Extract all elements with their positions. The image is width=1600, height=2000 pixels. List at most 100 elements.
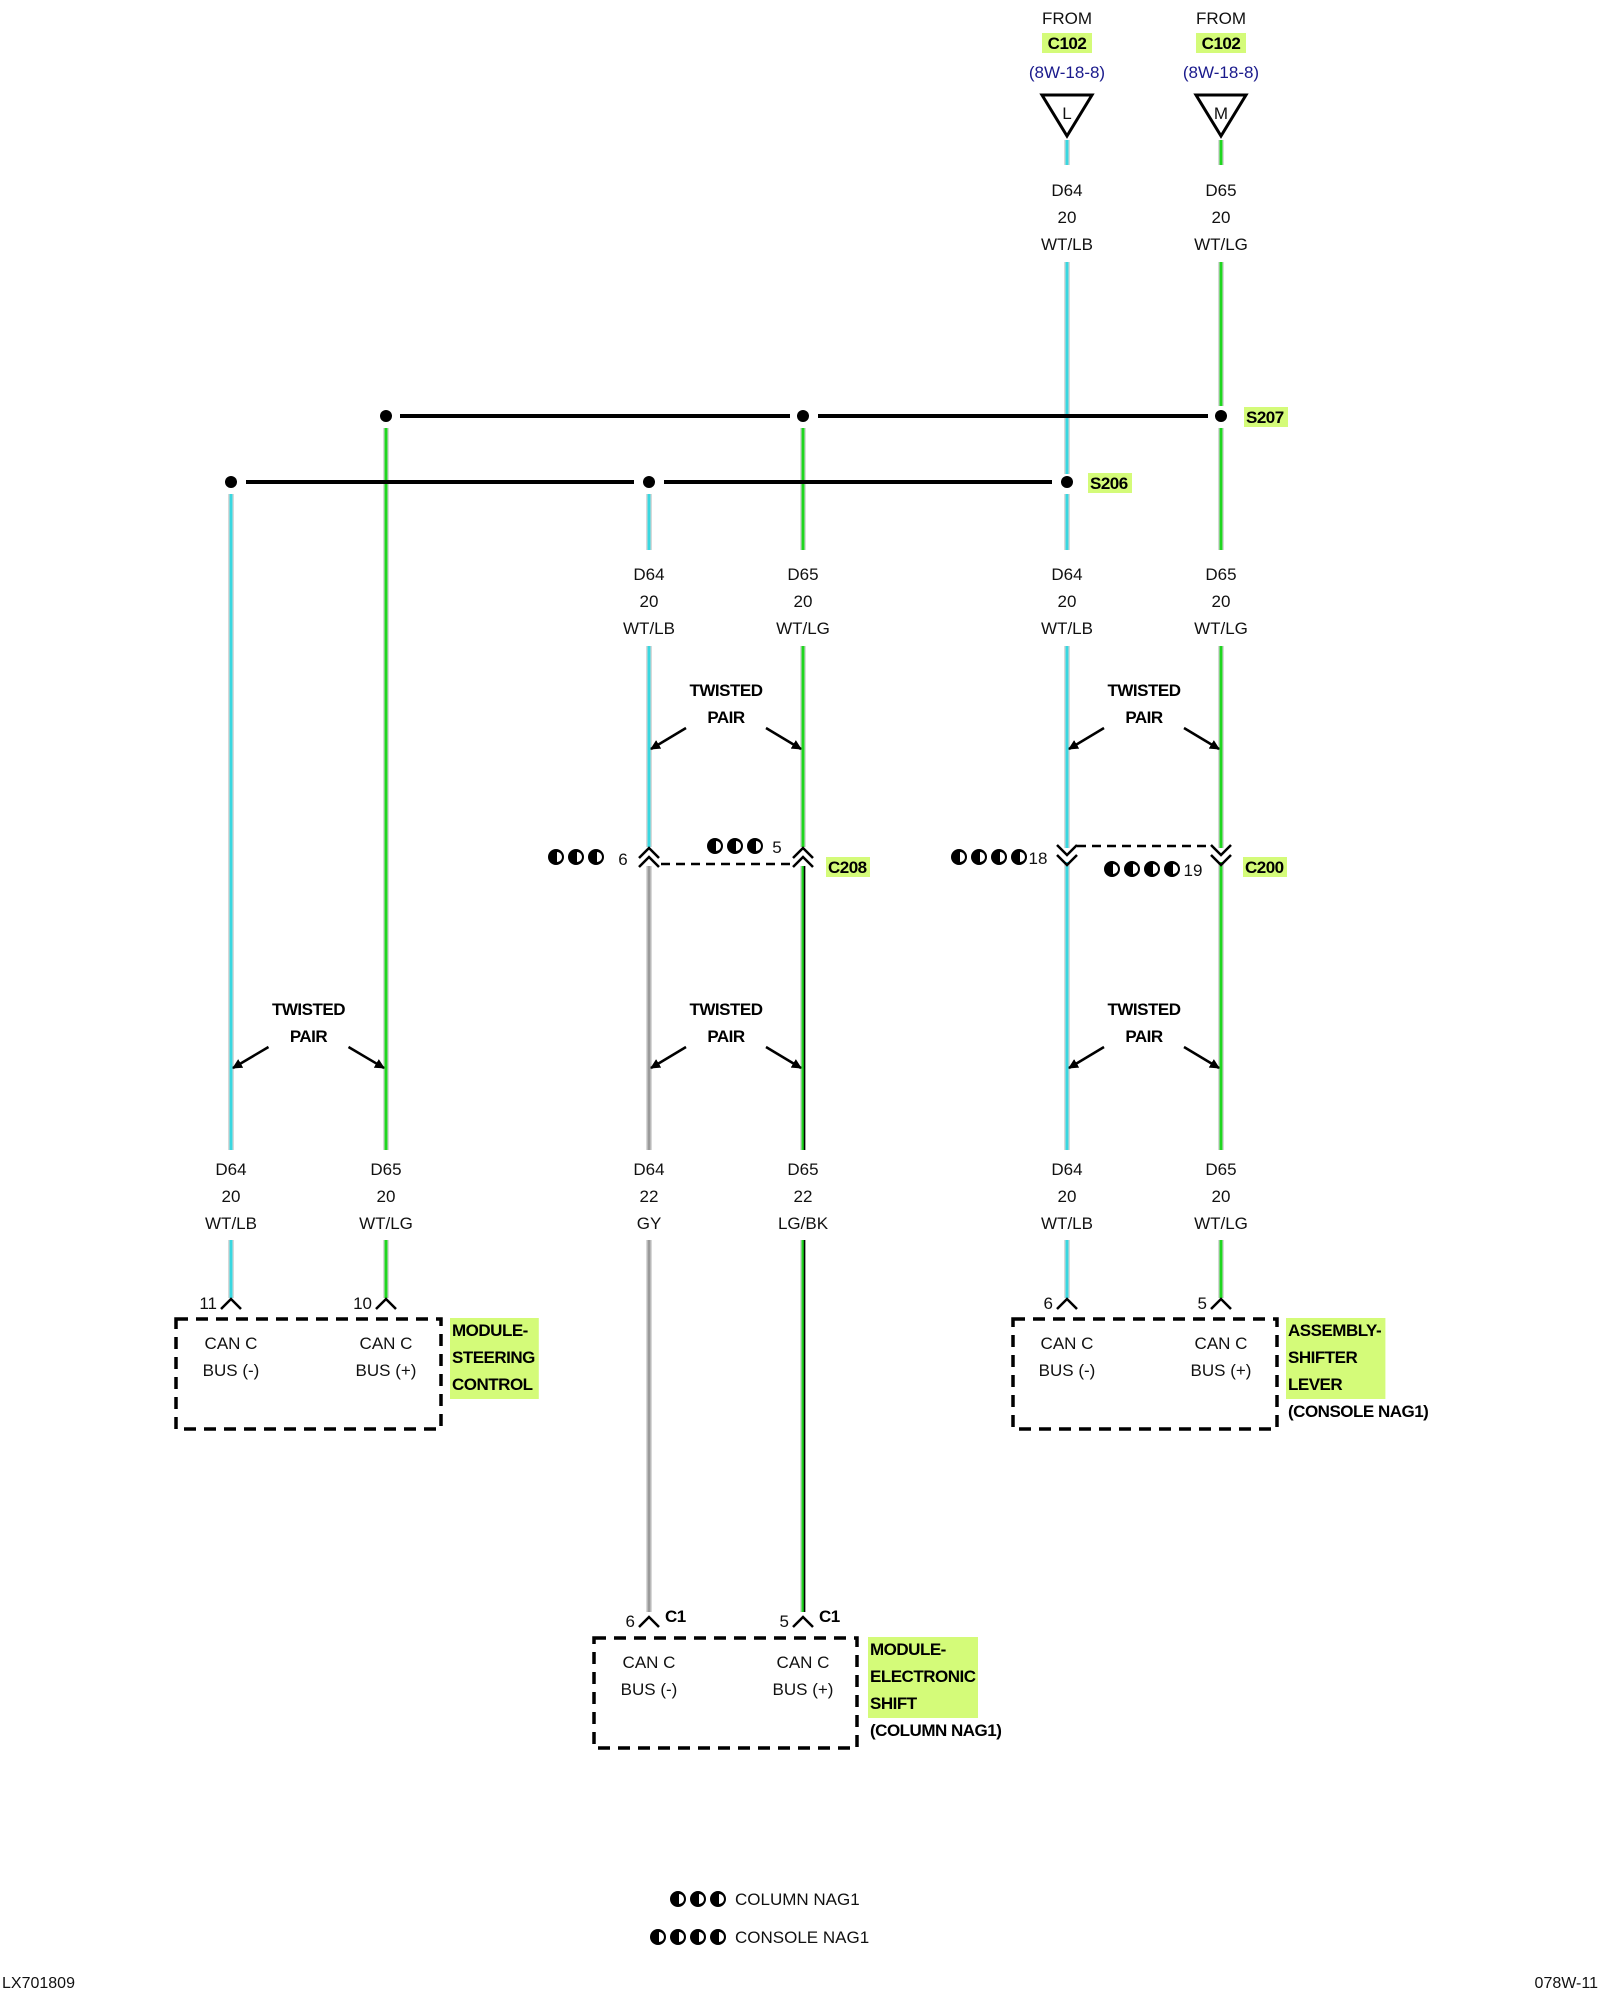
- splice-dot: [1061, 476, 1073, 488]
- wire-color-code: WT/LG: [1194, 235, 1248, 254]
- pin-function-line1: CAN C: [623, 1653, 676, 1672]
- variant-mark-half: [659, 1932, 664, 1942]
- arrow-left: [650, 726, 687, 751]
- from-label: FROM: [1196, 9, 1246, 28]
- module-subtitle: (COLUMN NAG1): [870, 1721, 1001, 1740]
- highlight-text: CONTROL: [452, 1375, 533, 1394]
- highlight-text: ELECTRONIC: [870, 1667, 976, 1686]
- legend-marks: [650, 1929, 726, 1945]
- circuit-id: D64: [1051, 181, 1082, 200]
- wire-gauge: 20: [1058, 592, 1077, 611]
- highlight-text: STEERING: [452, 1348, 535, 1367]
- pin-function-line1: CAN C: [205, 1334, 258, 1353]
- twisted-label-line1: TWISTED: [272, 1000, 345, 1019]
- splice-label: S206: [1090, 474, 1128, 493]
- splice-dot: [797, 410, 809, 422]
- variant-mark-half: [756, 841, 761, 851]
- page-reference: (8W-18-8): [1029, 63, 1105, 82]
- arrow-left: [650, 1045, 687, 1070]
- highlight-text: LEVER: [1288, 1375, 1342, 1394]
- wire-gauge: 20: [222, 1187, 241, 1206]
- connector-chevron: [1056, 844, 1078, 857]
- page-code: 078W-11: [1534, 1975, 1598, 1992]
- connector-chevron: [1210, 844, 1232, 857]
- twisted-label-line2: PAIR: [290, 1027, 328, 1046]
- wire-color-code: WT/LB: [205, 1214, 257, 1233]
- circuit-id: D64: [1051, 565, 1082, 584]
- legend-label: CONSOLE NAG1: [735, 1928, 869, 1947]
- wire-color-code: WT/LB: [1041, 1214, 1093, 1233]
- variant-mark-half: [1173, 864, 1178, 874]
- variant-mark-half: [597, 852, 602, 862]
- pin-function-line1: CAN C: [360, 1334, 413, 1353]
- variant-mark-half: [577, 852, 582, 862]
- connector-chevron: [792, 855, 814, 868]
- wire-color-code: WT/LB: [1041, 235, 1093, 254]
- connector-chevron: [638, 846, 660, 859]
- highlight-text: ASSEMBLY-: [1288, 1321, 1381, 1340]
- arrow-left: [1068, 1045, 1105, 1070]
- splice-label: S207: [1246, 408, 1284, 427]
- circuit-id: D64: [633, 1160, 664, 1179]
- page-reference: (8W-18-8): [1183, 63, 1259, 82]
- variant-mark-half: [699, 1894, 704, 1904]
- legend-marks: [670, 1891, 726, 1907]
- highlight-text: MODULE-: [452, 1321, 528, 1340]
- source-connector-id: C102: [1202, 34, 1241, 53]
- from-label: FROM: [1042, 9, 1092, 28]
- terminal-triangle: [1039, 93, 1095, 139]
- connector-chevron: [375, 1297, 397, 1310]
- variant-marks-pin-5: [707, 838, 763, 854]
- splice-s206: S206: [225, 473, 1132, 493]
- twisted-label-line1: TWISTED: [690, 1000, 763, 1019]
- wire-color-code: WT/LG: [1194, 1214, 1248, 1233]
- splice-dot: [1215, 410, 1227, 422]
- source-m: FROM C102 (8W-18-8) M: [1183, 9, 1259, 139]
- circuit-id: D65: [1205, 181, 1236, 200]
- connector-chevron: [638, 1615, 660, 1628]
- splice-dot: [380, 410, 392, 422]
- connector-chevron: [1056, 854, 1078, 867]
- variant-mark-half: [1000, 852, 1005, 862]
- wire-color-code: WT/LG: [776, 619, 830, 638]
- module-title: MODULE- STEERING CONTROL: [450, 1318, 539, 1399]
- terminal-letter: M: [1214, 104, 1228, 123]
- pin-function-line2: BUS (-): [203, 1361, 260, 1380]
- twisted-label-line2: PAIR: [1125, 1027, 1163, 1046]
- twisted-label-line2: PAIR: [707, 1027, 745, 1046]
- wire-center-pos-end: [800, 1240, 806, 1612]
- pin-number: 19: [1184, 861, 1203, 880]
- connector-chevron: [792, 1615, 814, 1628]
- arrow-right: [765, 726, 802, 751]
- connector-id: C200: [1245, 858, 1284, 877]
- connector-chevron: [1210, 1297, 1232, 1310]
- legend-item-1: COLUMN NAG1: [670, 1890, 860, 1909]
- variant-mark-half: [716, 841, 721, 851]
- pin-function-line2: BUS (+): [1191, 1361, 1252, 1380]
- highlight: [1244, 407, 1288, 427]
- pin-number: 5: [1198, 1294, 1207, 1313]
- wire-gauge: 22: [794, 1187, 813, 1206]
- highlight: [1286, 1318, 1386, 1399]
- variant-mark-half: [699, 1932, 704, 1942]
- wire-color-code: GY: [637, 1214, 662, 1233]
- variant-mark-half: [679, 1932, 684, 1942]
- wire-gauge: 20: [1058, 208, 1077, 227]
- drawing-id: LX701809: [2, 1975, 75, 1992]
- twisted-label-line2: PAIR: [1125, 708, 1163, 727]
- highlight: [450, 1318, 539, 1399]
- connector-chevron: [220, 1297, 242, 1310]
- circuit-id: D64: [1051, 1160, 1082, 1179]
- highlight: [1243, 857, 1287, 877]
